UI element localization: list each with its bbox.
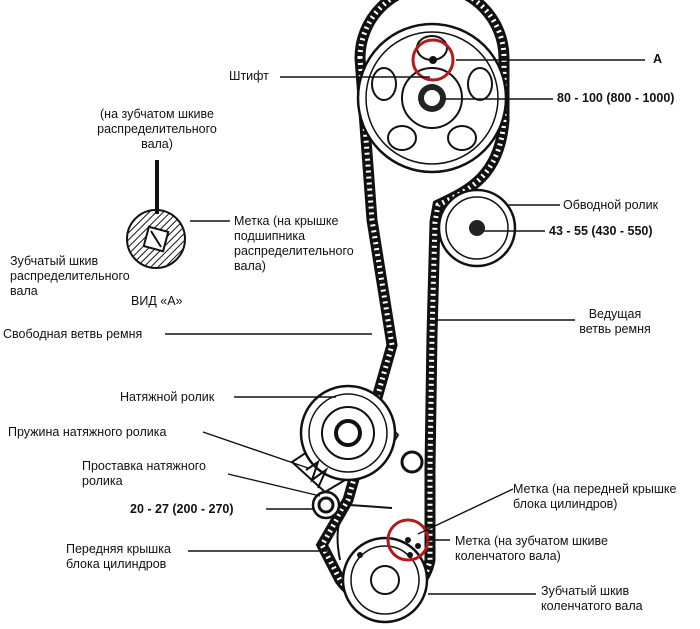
label-pin: Штифт [229, 69, 269, 83]
label-front-cover: Передняя крышка блока цилиндров [66, 542, 171, 571]
label-view-marker: A [653, 52, 663, 66]
label-mark-crank-pulley: Метка (на зубчатом шкиве коленчатого вал… [455, 534, 608, 563]
crankshaft-sprocket [336, 503, 429, 624]
label-cam-pulley: Зубчатый шкив распределительного вала [10, 254, 130, 298]
label-crank-pulley: Зубчатый шкив коленчатого вала [541, 584, 643, 613]
label-view-a: ВИД «А» [131, 294, 183, 308]
label-mark-front-cover: Метка (на передней крышке блока цилиндро… [513, 482, 677, 511]
label-tight-side: Ведущая ветвь ремня [579, 307, 651, 336]
label-idler-torque: 43 - 55 (430 - 550) [549, 224, 653, 238]
label-tensioner-spring: Пружина натяжного ролика [8, 425, 167, 439]
tensioner-pulley [290, 384, 424, 520]
label-mark-bearing-cap: Метка (на крышке подшипника распределите… [234, 214, 354, 273]
label-idler: Обводной ролик [563, 198, 659, 212]
label-cam-torque: 80 - 100 (800 - 1000) [557, 91, 675, 105]
label-tensioner-torque: 20 - 27 (200 - 270) [130, 502, 234, 516]
label-tensioner-spacer: Проставка натяжного ролика [82, 459, 207, 488]
leader-lines [165, 59, 645, 595]
label-slack-side: Свободная ветвь ремня [3, 327, 143, 341]
label-on-cam-pulley: (на зубчатом шкиве распределительного ва… [97, 107, 217, 151]
label-tensioner: Натяжной ролик [120, 390, 215, 404]
camshaft-sprocket [356, 22, 508, 174]
idler-pulley [437, 188, 517, 268]
view-a-detail [126, 160, 186, 269]
